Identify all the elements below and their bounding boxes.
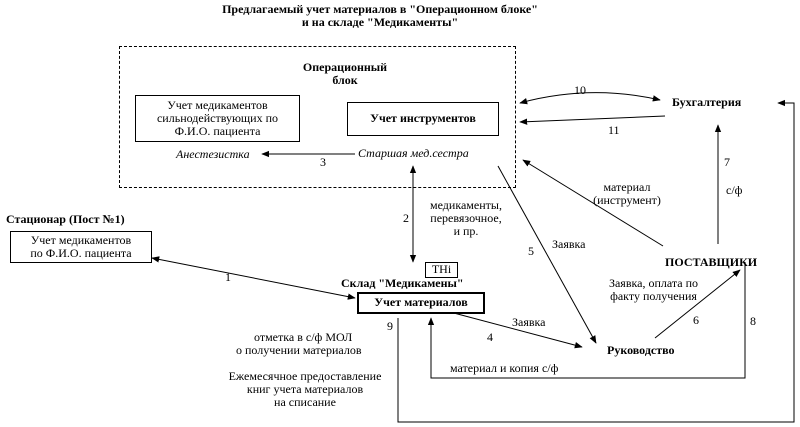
- suppliers-label: ПОСТАВЩИКИ: [665, 255, 758, 269]
- drug-box-line2: сильнодействующих по: [156, 111, 278, 125]
- monthly-note-line1: Ежемесячное предоставление: [228, 369, 382, 383]
- mol-note-line1: отметка в с/ф МОЛ: [254, 330, 353, 344]
- operating-block-frame: [119, 46, 516, 188]
- stationar-title: Стационар (Пост №1): [6, 212, 125, 226]
- stationar-box-line1: Учет медикаментов: [30, 233, 132, 247]
- edge-5-number: 5: [528, 244, 534, 258]
- edge-7-label: с/ф: [726, 183, 743, 197]
- arrow-9: [397, 99, 795, 423]
- drug-accounting-box: Учет медикаментов сильнодействующих по Ф…: [135, 95, 300, 142]
- warehouse-title: Склад "Медикамены": [341, 276, 464, 290]
- edge-9-number: 9: [387, 319, 393, 333]
- edge-5-label: Заявка: [552, 237, 586, 251]
- edge-11-number: 11: [608, 123, 620, 137]
- mol-note-line2: о получении материалов: [236, 343, 362, 357]
- arrow-supplier-material: [522, 159, 664, 247]
- materials-accounting-box: Учет материалов: [357, 292, 485, 314]
- edge-6-number: 6: [693, 313, 699, 327]
- edge-2-label-line3: и пр.: [453, 224, 479, 238]
- edge-2-label-line1: медикаменты,: [430, 198, 502, 212]
- supplier-material-label-line2: (инструмент): [593, 193, 661, 207]
- drug-box-line3: Ф.И.О. пациента: [174, 124, 261, 138]
- edge-8-label: материал и копия с/ф: [450, 361, 559, 375]
- operating-block-title-line2: блок: [332, 73, 358, 87]
- instruments-box-label: Учет инструментов: [370, 111, 476, 125]
- arrow-10: [519, 92, 661, 105]
- diagram-title-line1: Предлагаемый учет материалов в "Операцио…: [222, 2, 538, 16]
- edge-10-number: 10: [574, 83, 586, 97]
- edge-4-label: Заявка: [512, 315, 546, 329]
- diagram-title-line2: и на складе "Медикаменты": [301, 15, 459, 29]
- edge-6-label-line1: Заявка, оплата по: [608, 276, 699, 290]
- arrow-8: [427, 262, 746, 379]
- arrow-5: [497, 165, 597, 344]
- drug-box-line1: Учет медикаментов: [167, 98, 268, 112]
- thi-label: THi: [431, 262, 452, 276]
- accounting-label: Бухгалтерия: [672, 95, 742, 109]
- edge-1-number: 1: [225, 270, 231, 284]
- stationar-box-line2: по Ф.И.О. пациента: [30, 246, 132, 260]
- instruments-accounting-box: Учет инструментов: [347, 102, 499, 136]
- edge-6-label-line2: факту получения: [610, 289, 697, 303]
- edge-3-number: 3: [320, 155, 326, 169]
- thi-box: THi: [425, 262, 458, 278]
- arrow-11: [519, 115, 666, 125]
- edge-4-number: 4: [487, 330, 493, 344]
- anesthetist-label: Анестезистка: [176, 147, 250, 161]
- operating-block-title-line1: Операционный: [302, 60, 388, 74]
- monthly-note-line3: на списание: [274, 395, 336, 409]
- management-label: Руководство: [607, 343, 675, 357]
- edge-7-number: 7: [724, 155, 730, 169]
- head-nurse-label: Старшая мед.сестра: [358, 146, 469, 160]
- arrow-1: [151, 256, 356, 300]
- stationar-box: Учет медикаментов по Ф.И.О. пациента: [10, 231, 152, 263]
- edge-2-number: 2: [403, 211, 409, 225]
- supplier-material-label-line1: материал: [603, 180, 651, 194]
- edge-2-label-line2: перевязочное,: [430, 211, 502, 225]
- arrow-6: [654, 269, 741, 339]
- arrow-4: [449, 311, 583, 349]
- monthly-note-line2: книг учета материалов: [246, 382, 364, 396]
- edge-8-number: 8: [750, 314, 756, 328]
- materials-box-label: Учет материалов: [374, 295, 468, 309]
